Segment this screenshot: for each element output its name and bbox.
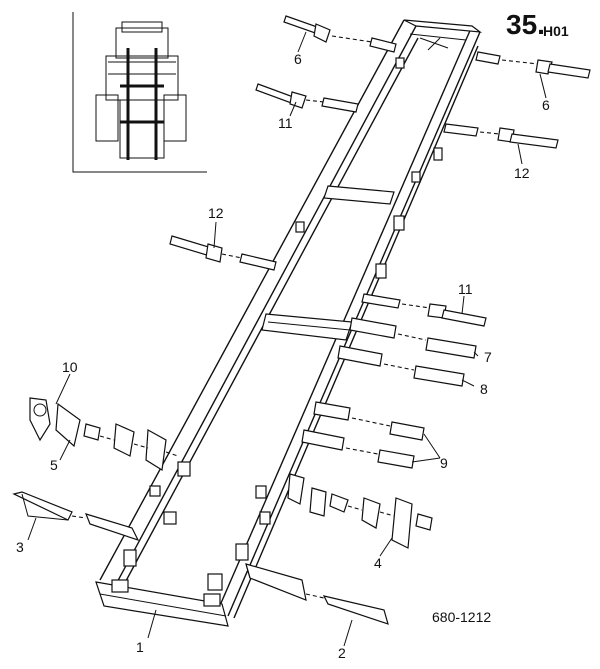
frame-assembly [95,19,483,627]
part-11-pin-mid-right [361,293,487,327]
page-code-suffix: H01 [543,23,569,39]
callout-11-upper: 11 [278,115,293,131]
callout-12-upper: 12 [514,165,530,181]
part-8-spacer [337,345,465,387]
callout-1: 1 [136,639,144,655]
locator-inset [72,12,207,173]
callout-6-upper-left: 6 [294,51,302,67]
callout-7: 7 [484,349,492,365]
callout-10: 10 [62,359,78,375]
callout-3: 3 [16,539,24,555]
part-4-brackets [287,473,433,549]
part-6-pin-upper-left [283,15,397,53]
page-code: 35. H01 [506,9,569,40]
page-code-main: 35. [506,9,545,40]
callout-8: 8 [480,381,488,397]
part-3-stay [12,491,140,542]
part-6-pin-upper-right [475,51,591,79]
part-12-pin-mid-left [169,235,277,271]
callout-12-mid: 12 [208,205,224,221]
part-12-pin-upper-right [443,123,559,149]
callout-4: 4 [374,555,382,571]
callout-9: 9 [440,455,448,471]
tractor-top-view-icon [95,21,187,160]
callout-6-upper-right: 6 [542,97,550,113]
drawing-number: 680-1212 [432,609,491,625]
part-11-pin-upper-left [255,83,359,113]
callout-11-mid: 11 [458,281,473,297]
part-5-brackets [29,397,179,472]
leader-lines [27,31,547,647]
callout-2: 2 [338,645,346,661]
part-9-spacers [301,401,425,469]
callouts: 6 6 11 12 12 11 7 8 9 10 5 3 4 1 2 [16,51,550,661]
part-7-spacer [349,317,477,359]
callout-5: 5 [50,457,58,473]
part-2-stay [245,563,389,625]
